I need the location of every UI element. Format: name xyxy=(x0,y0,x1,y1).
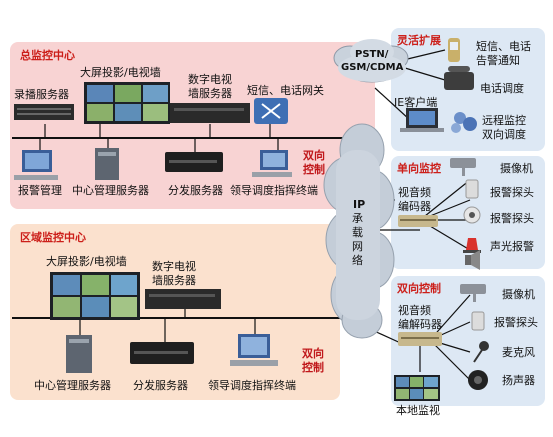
main-video-wall-device xyxy=(84,82,170,124)
two-way-title: 双向控制 xyxy=(397,282,441,295)
ie-client-label: IE客户端 xyxy=(394,96,438,109)
region-two-way-label-2: 控制 xyxy=(302,361,324,374)
loudspeaker-device xyxy=(468,370,488,390)
gateway-label: 短信、电话网关 xyxy=(247,84,324,97)
main-tv-wall-server-device xyxy=(170,103,250,123)
pstn-label-1: PSTN/ xyxy=(355,49,389,60)
region-command-terminal-pc xyxy=(230,334,278,366)
region-tv-wall-server-label-2: 墙服务器 xyxy=(152,274,196,287)
local-monitor-label: 本地监视 xyxy=(396,404,440,417)
alarm-management-pc xyxy=(14,150,58,180)
recording-server-device xyxy=(14,104,74,120)
recording-server-label: 录播服务器 xyxy=(14,88,69,101)
encoder-label-2: 编码器 xyxy=(398,200,431,213)
main-two-way-label-1: 双向 xyxy=(303,149,325,162)
region-tv-wall-server-label-1: 数字电视 xyxy=(152,260,196,273)
one-way-camera-device xyxy=(450,158,476,176)
alarm-management-label: 报警管理 xyxy=(18,184,62,197)
main-center-panel xyxy=(10,42,375,209)
one-way-speaker-device xyxy=(465,250,480,270)
remote-monitor-label-2: 双向调度 xyxy=(482,128,526,141)
one-way-probe-1-label: 报警探头 xyxy=(490,186,534,199)
mobile-phone-device xyxy=(448,38,460,62)
one-way-encoder-device xyxy=(398,215,438,227)
two-way-probe-device xyxy=(471,311,485,331)
two-way-camera-label: 摄像机 xyxy=(502,288,535,301)
main-central-server-tower xyxy=(95,148,119,180)
ip-label-5: 络 xyxy=(352,254,363,267)
sms-phone-label-1: 短信、电话 xyxy=(476,40,531,53)
region-center-title: 区域监控中心 xyxy=(20,231,86,244)
pstn-label-2: GSM/CDMA xyxy=(341,62,404,73)
one-way-camera-label: 摄像机 xyxy=(500,162,533,175)
main-distribution-server-device xyxy=(165,152,223,172)
ip-label-1: IP xyxy=(353,198,366,211)
siren-label: 声光报警 xyxy=(490,240,534,253)
codec-label-2: 编解码器 xyxy=(398,318,442,331)
two-way-codec-device xyxy=(398,332,442,346)
one-way-probe-2-label: 报警探头 xyxy=(490,212,534,225)
desk-phone-device xyxy=(444,66,474,90)
region-distribution-server-device xyxy=(130,342,194,364)
region-command-terminal-label: 领导调度指挥终端 xyxy=(208,379,296,392)
siren-device xyxy=(463,238,481,253)
ip-label-2: 承 xyxy=(352,212,363,225)
speaker-label: 扬声器 xyxy=(502,374,535,387)
remote-monitor-users-icon xyxy=(451,112,477,133)
ie-client-laptop xyxy=(400,108,444,132)
main-two-way-label-2: 控制 xyxy=(303,163,325,176)
main-tv-wall-server-label-1: 数字电视 xyxy=(188,73,232,86)
microphone-device xyxy=(473,341,489,363)
sms-phone-label-2: 告警通知 xyxy=(476,54,520,67)
region-central-server-label: 中心管理服务器 xyxy=(34,379,111,392)
remote-monitor-label-1: 远程监控 xyxy=(482,114,526,127)
gateway-device xyxy=(254,98,288,124)
region-tv-wall-server-device xyxy=(145,289,221,309)
main-center-title: 总监控中心 xyxy=(20,49,75,62)
ip-label-3: 载 xyxy=(352,226,363,239)
two-way-probe-label: 报警探头 xyxy=(494,316,538,329)
encoder-label-1: 视音频 xyxy=(398,186,431,199)
microphone-label: 麦克风 xyxy=(502,346,535,359)
region-central-server-tower xyxy=(66,335,92,373)
codec-label-1: 视音频 xyxy=(398,304,431,317)
one-way-probe-1-device xyxy=(465,179,479,199)
one-way-title: 单向监控 xyxy=(397,162,441,175)
flexible-title: 灵活扩展 xyxy=(397,34,441,47)
main-distribution-server-label: 分发服务器 xyxy=(168,184,223,197)
main-central-server-label: 中心管理服务器 xyxy=(72,184,149,197)
ip-label-4: 网 xyxy=(352,240,363,253)
region-two-way-label-1: 双向 xyxy=(302,347,324,360)
phone-dispatch-label: 电话调度 xyxy=(480,82,524,95)
two-way-camera-device xyxy=(460,284,486,302)
main-video-wall-label: 大屏投影/电视墙 xyxy=(80,66,161,79)
one-way-probe-2-device xyxy=(463,206,481,224)
region-distribution-server-label: 分发服务器 xyxy=(133,379,188,392)
main-command-terminal-label: 领导调度指挥终端 xyxy=(230,184,318,197)
region-video-wall-label: 大屏投影/电视墙 xyxy=(46,255,127,268)
region-video-wall-device xyxy=(50,272,140,320)
pstn-cloud-shape xyxy=(333,39,409,83)
main-tv-wall-server-label-2: 墙服务器 xyxy=(188,87,232,100)
local-monitor-wall-device xyxy=(394,375,440,401)
main-command-terminal-pc xyxy=(252,150,292,177)
